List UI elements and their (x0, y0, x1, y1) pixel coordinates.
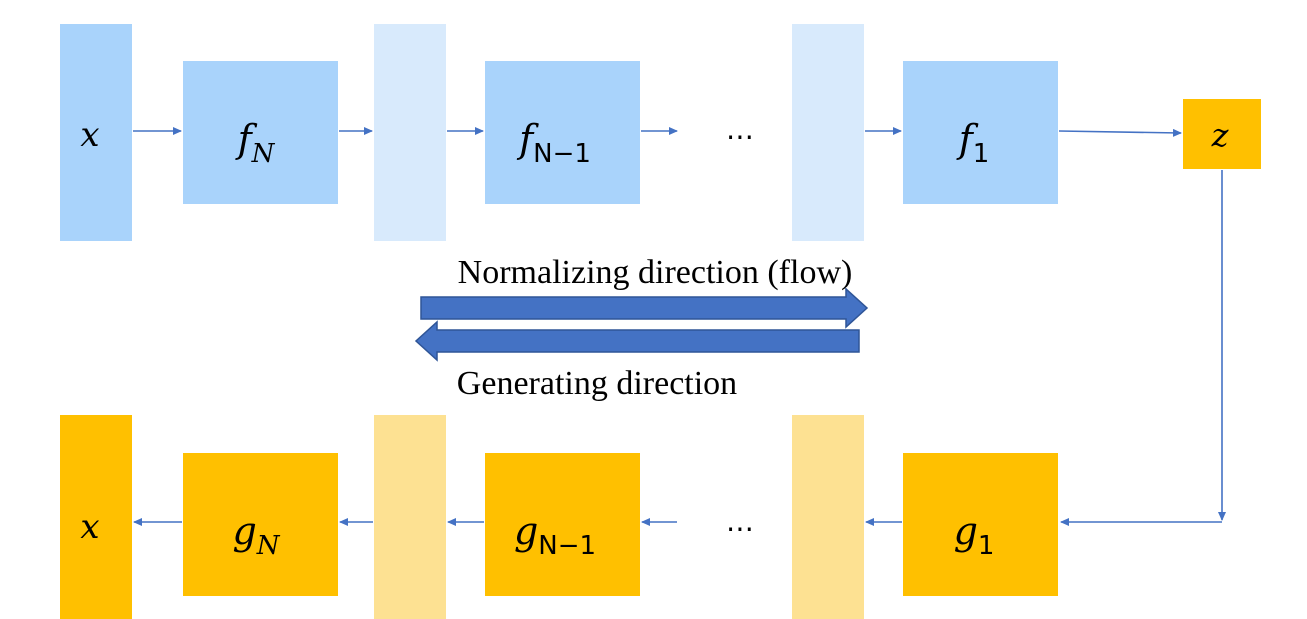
bottom-ellipsis: ⋯ (726, 512, 754, 545)
bottom-intermediate-1 (374, 415, 446, 619)
bottom-row: x gN gN−1 ⋯ g1 (60, 415, 1058, 619)
bottom-output-x-block (60, 415, 132, 619)
bottom-block-g-n-label: gN (232, 509, 280, 561)
top-row: x fN fN−1 ⋯ f1 z (60, 24, 1261, 241)
top-row-arrows (133, 127, 1182, 137)
bottom-block-g-n (183, 453, 338, 596)
top-block-f-n-minus-1 (485, 61, 640, 204)
bottom-block-g-1 (903, 453, 1058, 596)
top-ellipsis: ⋯ (726, 120, 754, 153)
top-intermediate-2 (792, 24, 864, 241)
top-intermediate-1 (374, 24, 446, 241)
arrow-f1-to-z (1058, 128, 1182, 137)
normalizing-direction-label: Normalizing direction (flow) (458, 254, 853, 291)
generating-direction-label: Generating direction (457, 365, 737, 402)
top-input-x-block (60, 24, 132, 241)
bottom-block-g-n-minus-1 (485, 453, 640, 596)
bottom-block-g-1-label: g1 (954, 509, 995, 561)
normalizing-direction-arrow (420, 287, 869, 329)
direction-arrows: Normalizing direction (flow) Generating … (414, 254, 869, 402)
z-to-g1-connector (1060, 170, 1226, 526)
top-block-f-1 (903, 61, 1058, 204)
bottom-intermediate-2 (792, 415, 864, 619)
bottom-output-x-label: x (80, 507, 99, 547)
top-input-x-label: x (80, 115, 99, 155)
bottom-block-g-n-minus-1-label: gN−1 (514, 509, 596, 561)
top-block-f-n (183, 61, 338, 204)
latent-z-block (1183, 99, 1261, 169)
generating-direction-arrow (414, 320, 860, 362)
latent-z-label: z (1211, 116, 1230, 154)
